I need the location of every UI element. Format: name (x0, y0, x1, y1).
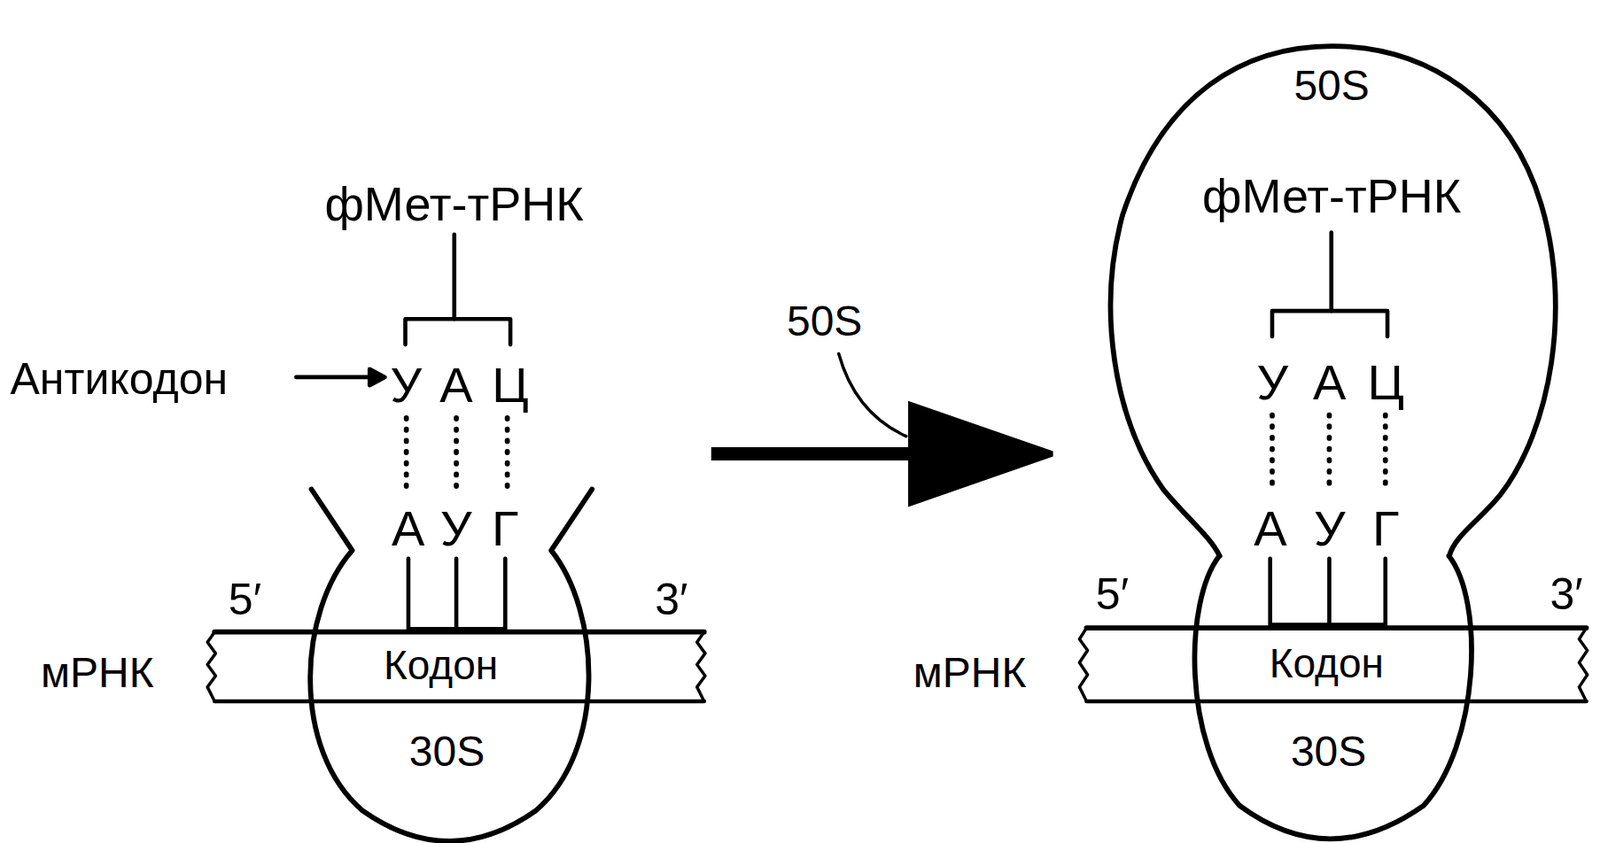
subunit-text: 30S (1290, 730, 1367, 774)
leader-line (838, 353, 907, 436)
strand-end: 3′ (654, 577, 688, 622)
mrna-band (1086, 699, 1586, 705)
nucleotide: А (391, 504, 425, 554)
trna-bracket (1272, 310, 1388, 337)
codon-label: Кодон (383, 644, 498, 686)
codon-stems (1270, 559, 1386, 628)
mrna-cut (1079, 628, 1088, 702)
base-pair-dots (406, 418, 508, 494)
trna-stem (451, 234, 457, 320)
codon-stems (408, 559, 505, 633)
subunit-outline (301, 479, 608, 843)
ribosome-30s: 30S (301, 479, 608, 843)
subunit-outline (1110, 46, 1555, 557)
subunit-outline (1195, 556, 1473, 840)
reaction-arrow (711, 401, 1054, 508)
subunit-label: 50S (786, 300, 863, 343)
nucleotide: А (439, 360, 473, 411)
mrna-label: мРНК (913, 652, 1027, 695)
pointer-head (369, 369, 385, 386)
codon-label: Кодон (1269, 643, 1384, 684)
nucleotide: У (1313, 504, 1346, 554)
mrna-cut (207, 632, 216, 702)
nucleotide: У (440, 504, 473, 554)
mrna-label: мРНК (40, 652, 155, 695)
subunit-outline (310, 489, 592, 842)
trna-name: фМет-тРНК (324, 179, 583, 228)
arrow-shaft (711, 447, 912, 461)
strand-end: 5′ (1095, 572, 1129, 617)
pointer-line (295, 375, 372, 381)
subunit-text: фМет-тРНК (1202, 171, 1461, 220)
nucleotide: Ц (491, 360, 529, 411)
trna-bracket (405, 318, 512, 345)
ribosome-30s: 30S (1183, 551, 1485, 843)
nucleotide: А (1312, 357, 1346, 408)
anticodon-label: Антикодон (10, 357, 229, 402)
ribosome-50s: 50S фМет-тРНК (1100, 38, 1566, 562)
mrna-band (214, 699, 705, 705)
strand-end: 5′ (228, 577, 262, 622)
nucleotide: А (1253, 504, 1287, 554)
arrow-head (908, 401, 1054, 508)
subunit-text: 50S (1293, 64, 1369, 108)
mrna-band (1086, 625, 1586, 631)
nucleotide: Г (491, 504, 519, 554)
nucleotide: У (390, 360, 423, 411)
base-pair-dots (1272, 415, 1386, 492)
subunit-outline (1183, 551, 1485, 843)
mrna-cut (1578, 628, 1587, 702)
mrna-cut (697, 632, 706, 702)
subunit-outline (1100, 38, 1566, 562)
subunit-text: 30S (409, 730, 485, 774)
nucleotide: Ц (1366, 357, 1404, 408)
mrna-band (214, 629, 705, 636)
nucleotide: Г (1372, 504, 1399, 554)
strand-end: 3′ (1549, 572, 1583, 617)
trna-stem (1328, 232, 1334, 311)
nucleotide: У (1256, 357, 1289, 408)
